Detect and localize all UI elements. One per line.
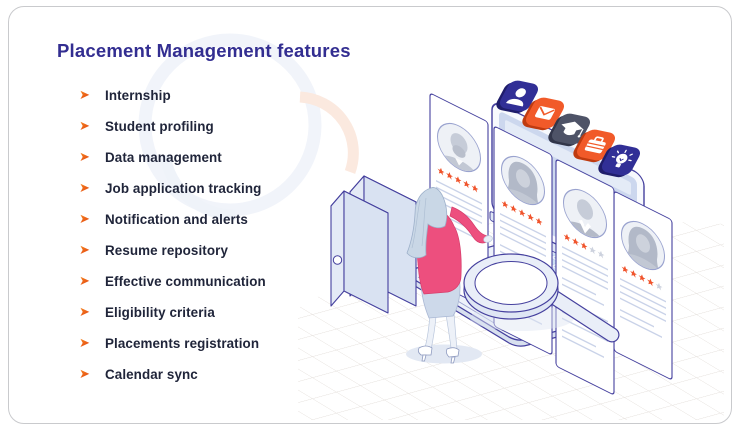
- feature-label: Effective communication: [105, 274, 266, 289]
- arrow-bullet-icon: ➤: [79, 274, 93, 287]
- list-item: ➤ Effective communication: [57, 266, 387, 297]
- briefcase-icon: [573, 129, 616, 163]
- lightbulb-icon: [598, 144, 641, 178]
- shoes: [417, 345, 460, 364]
- feature-label: Resume repository: [105, 243, 229, 258]
- list-item: ➤ Data management: [57, 142, 387, 173]
- feature-list: ➤ Internship ➤ Student profiling ➤ Data man…: [57, 80, 387, 390]
- list-item: ➤ Calendar sync: [57, 359, 387, 390]
- list-item: ➤ Eligibility criteria: [57, 297, 387, 328]
- feature-label: Internship: [105, 88, 171, 103]
- background-watermark: [138, 33, 359, 221]
- arrow-bullet-icon: ➤: [79, 336, 93, 349]
- feature-label: Calendar sync: [105, 367, 198, 382]
- hair-strands: [411, 197, 427, 249]
- graduation-cap-icon: [548, 113, 591, 147]
- feature-label: Student profiling: [105, 119, 214, 134]
- arrow-bullet-icon: ➤: [79, 181, 93, 194]
- list-item: ➤ Resume repository: [57, 235, 387, 266]
- feature-label: Eligibility criteria: [105, 305, 215, 320]
- feature-label: Notification and alerts: [105, 212, 248, 227]
- profile-card: [555, 159, 615, 395]
- arrow-bullet-icon: ➤: [79, 305, 93, 318]
- arrow-bullet-icon: ➤: [79, 367, 93, 380]
- app-icons: [496, 80, 641, 178]
- feature-panel: Placement Management features ➤ Internshi…: [57, 40, 387, 390]
- list-item: ➤ Notification and alerts: [57, 204, 387, 235]
- arrow-bullet-icon: ➤: [79, 212, 93, 225]
- list-item: ➤ Internship: [57, 80, 387, 111]
- arrow-bullet-icon: ➤: [79, 150, 93, 163]
- arrow-bullet-icon: ➤: [79, 88, 93, 101]
- person-figure: [406, 187, 493, 364]
- hand: [483, 235, 493, 243]
- list-item: ➤ Job application tracking: [57, 173, 387, 204]
- mail-icon: [522, 97, 565, 131]
- arrow-bullet-icon: ➤: [79, 243, 93, 256]
- profile-card: [613, 191, 673, 380]
- ring-binders: [330, 175, 417, 314]
- magnifying-glass: [463, 253, 620, 343]
- person-shadow: [406, 344, 482, 364]
- feature-label: Placements registration: [105, 336, 260, 351]
- binder-front: [330, 190, 389, 314]
- feature-label: Job application tracking: [105, 181, 262, 196]
- list-item: ➤ Placements registration: [57, 328, 387, 359]
- arrow-bullet-icon: ➤: [79, 119, 93, 132]
- page-title: Placement Management features: [57, 40, 351, 61]
- feature-label: Data management: [105, 150, 222, 165]
- user-icon: [496, 80, 539, 114]
- list-item: ➤ Student profiling: [57, 111, 387, 142]
- hair: [406, 187, 448, 259]
